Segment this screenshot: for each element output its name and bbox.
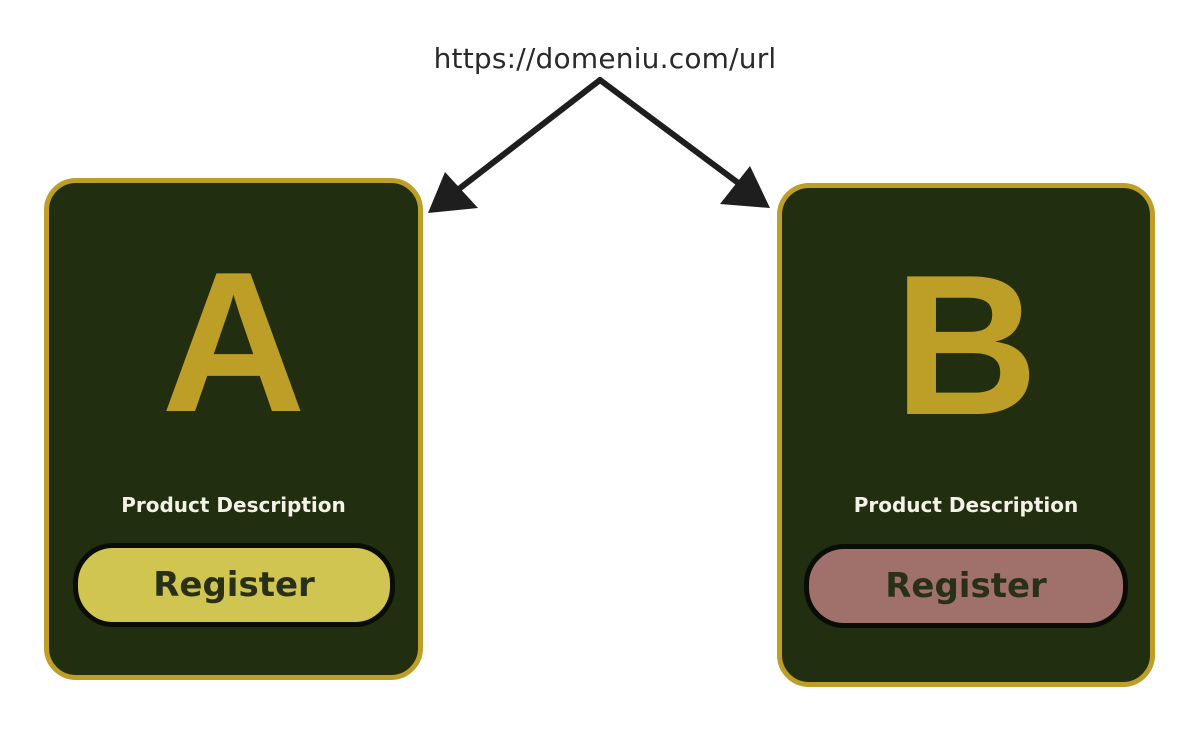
variant-b-register-button[interactable]: Register xyxy=(804,544,1128,628)
variant-b-letter: B xyxy=(893,234,1039,457)
arrow-a-head xyxy=(428,172,478,213)
variant-b-card: B Product Description Register xyxy=(777,183,1155,687)
variant-a-card: A Product Description Register xyxy=(44,178,423,680)
variant-a-description: Product Description xyxy=(121,493,346,517)
variant-a-letter: A xyxy=(161,231,306,454)
variant-a-register-button[interactable]: Register xyxy=(73,543,395,627)
arrow-a-line xyxy=(452,77,603,195)
url-label: https://domeniu.com/url xyxy=(433,42,777,75)
arrow-b-line xyxy=(597,77,748,191)
arrow-b-head xyxy=(720,166,770,208)
arrow-to-variant-b xyxy=(597,77,770,208)
variant-b-description: Product Description xyxy=(853,493,1079,517)
arrow-to-variant-a xyxy=(428,77,603,213)
